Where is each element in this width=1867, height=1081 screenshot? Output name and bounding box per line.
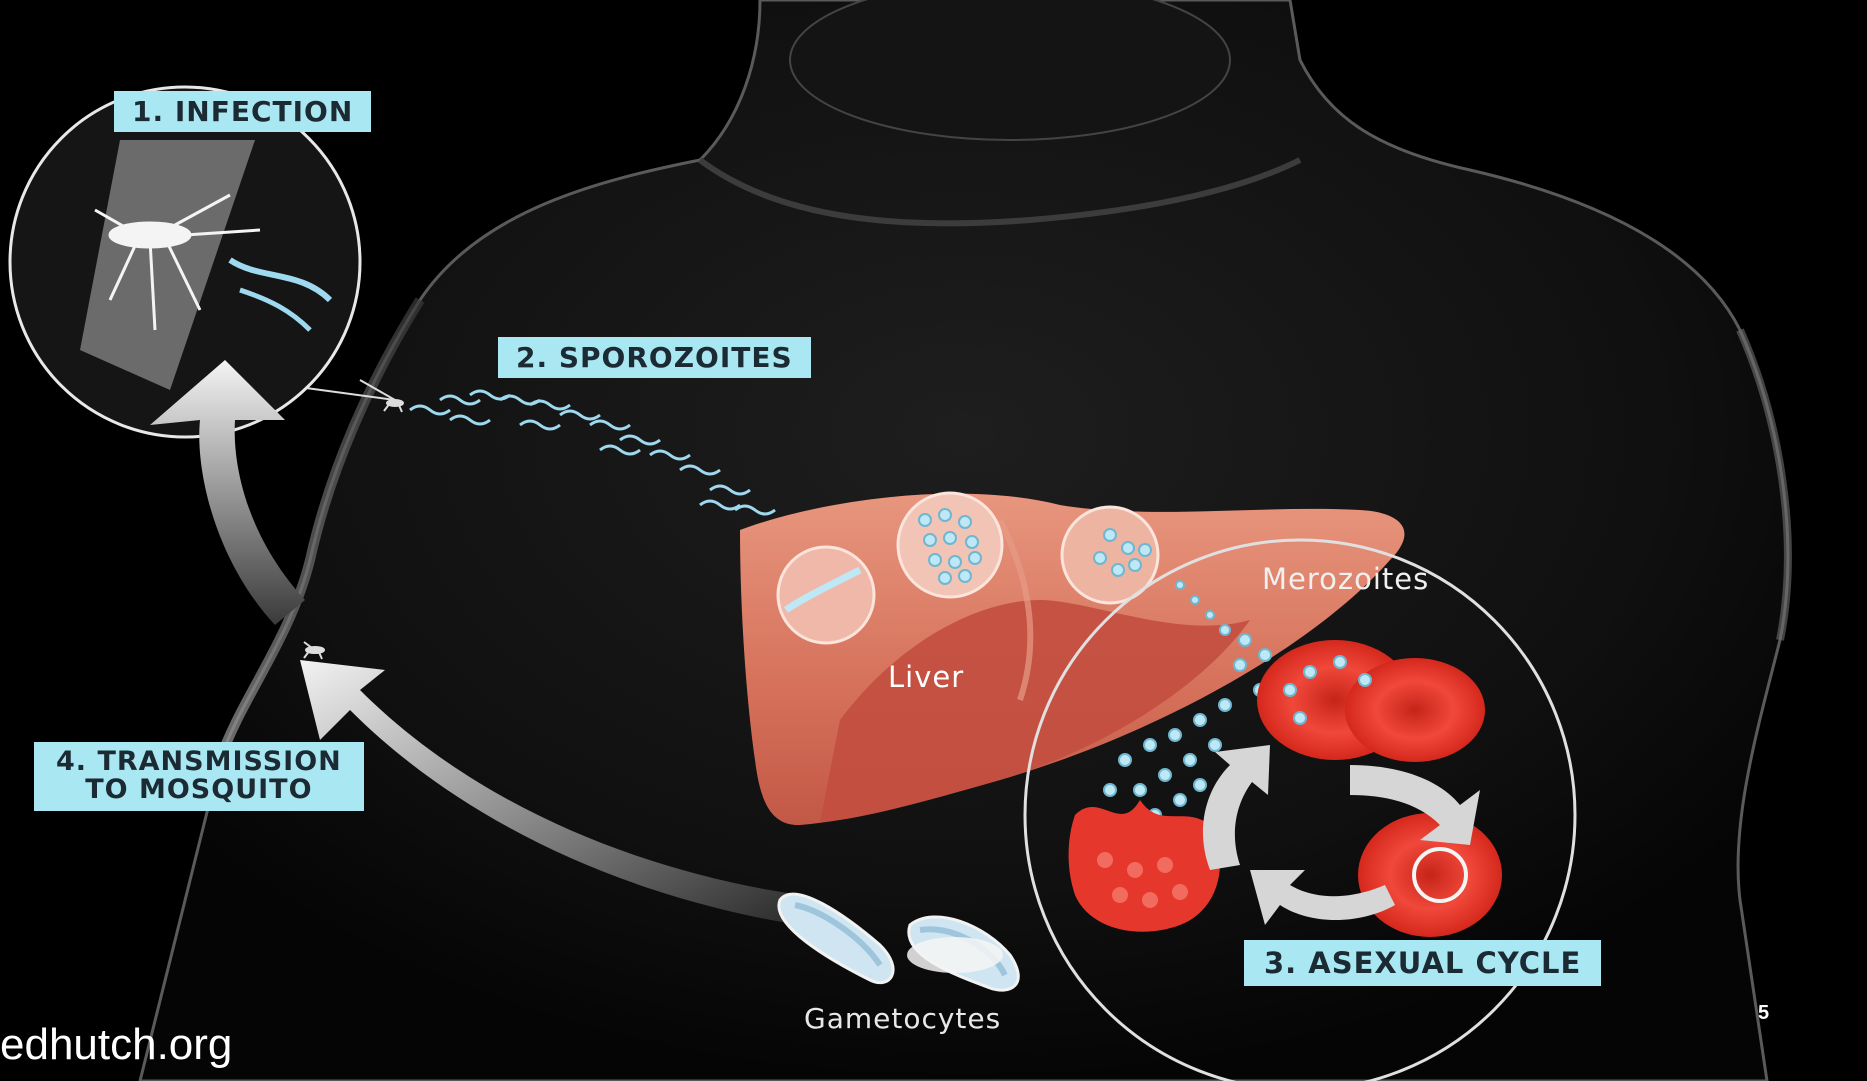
liver-label: Liver <box>888 660 964 694</box>
merozoites-label: Merozoites <box>1262 562 1429 596</box>
transmission-label-line1: 4. TRANSMISSION <box>56 748 342 776</box>
gametocytes-label: Gametocytes <box>804 1002 1001 1035</box>
source-credit: edhutch.org <box>0 1020 232 1070</box>
asexual-cycle-label: 3. ASEXUAL CYCLE <box>1244 940 1601 986</box>
infection-label: 1. INFECTION <box>114 91 371 132</box>
transmission-label-line2: TO MOSQUITO <box>56 776 342 804</box>
ruptured-red-blood-cell <box>1069 800 1220 932</box>
red-blood-cell <box>1358 813 1502 937</box>
sporozoites-label: 2. SPOROZOITES <box>498 337 811 378</box>
transmission-label: 4. TRANSMISSION TO MOSQUITO <box>34 742 364 811</box>
page-number: 5 <box>1758 1002 1769 1025</box>
